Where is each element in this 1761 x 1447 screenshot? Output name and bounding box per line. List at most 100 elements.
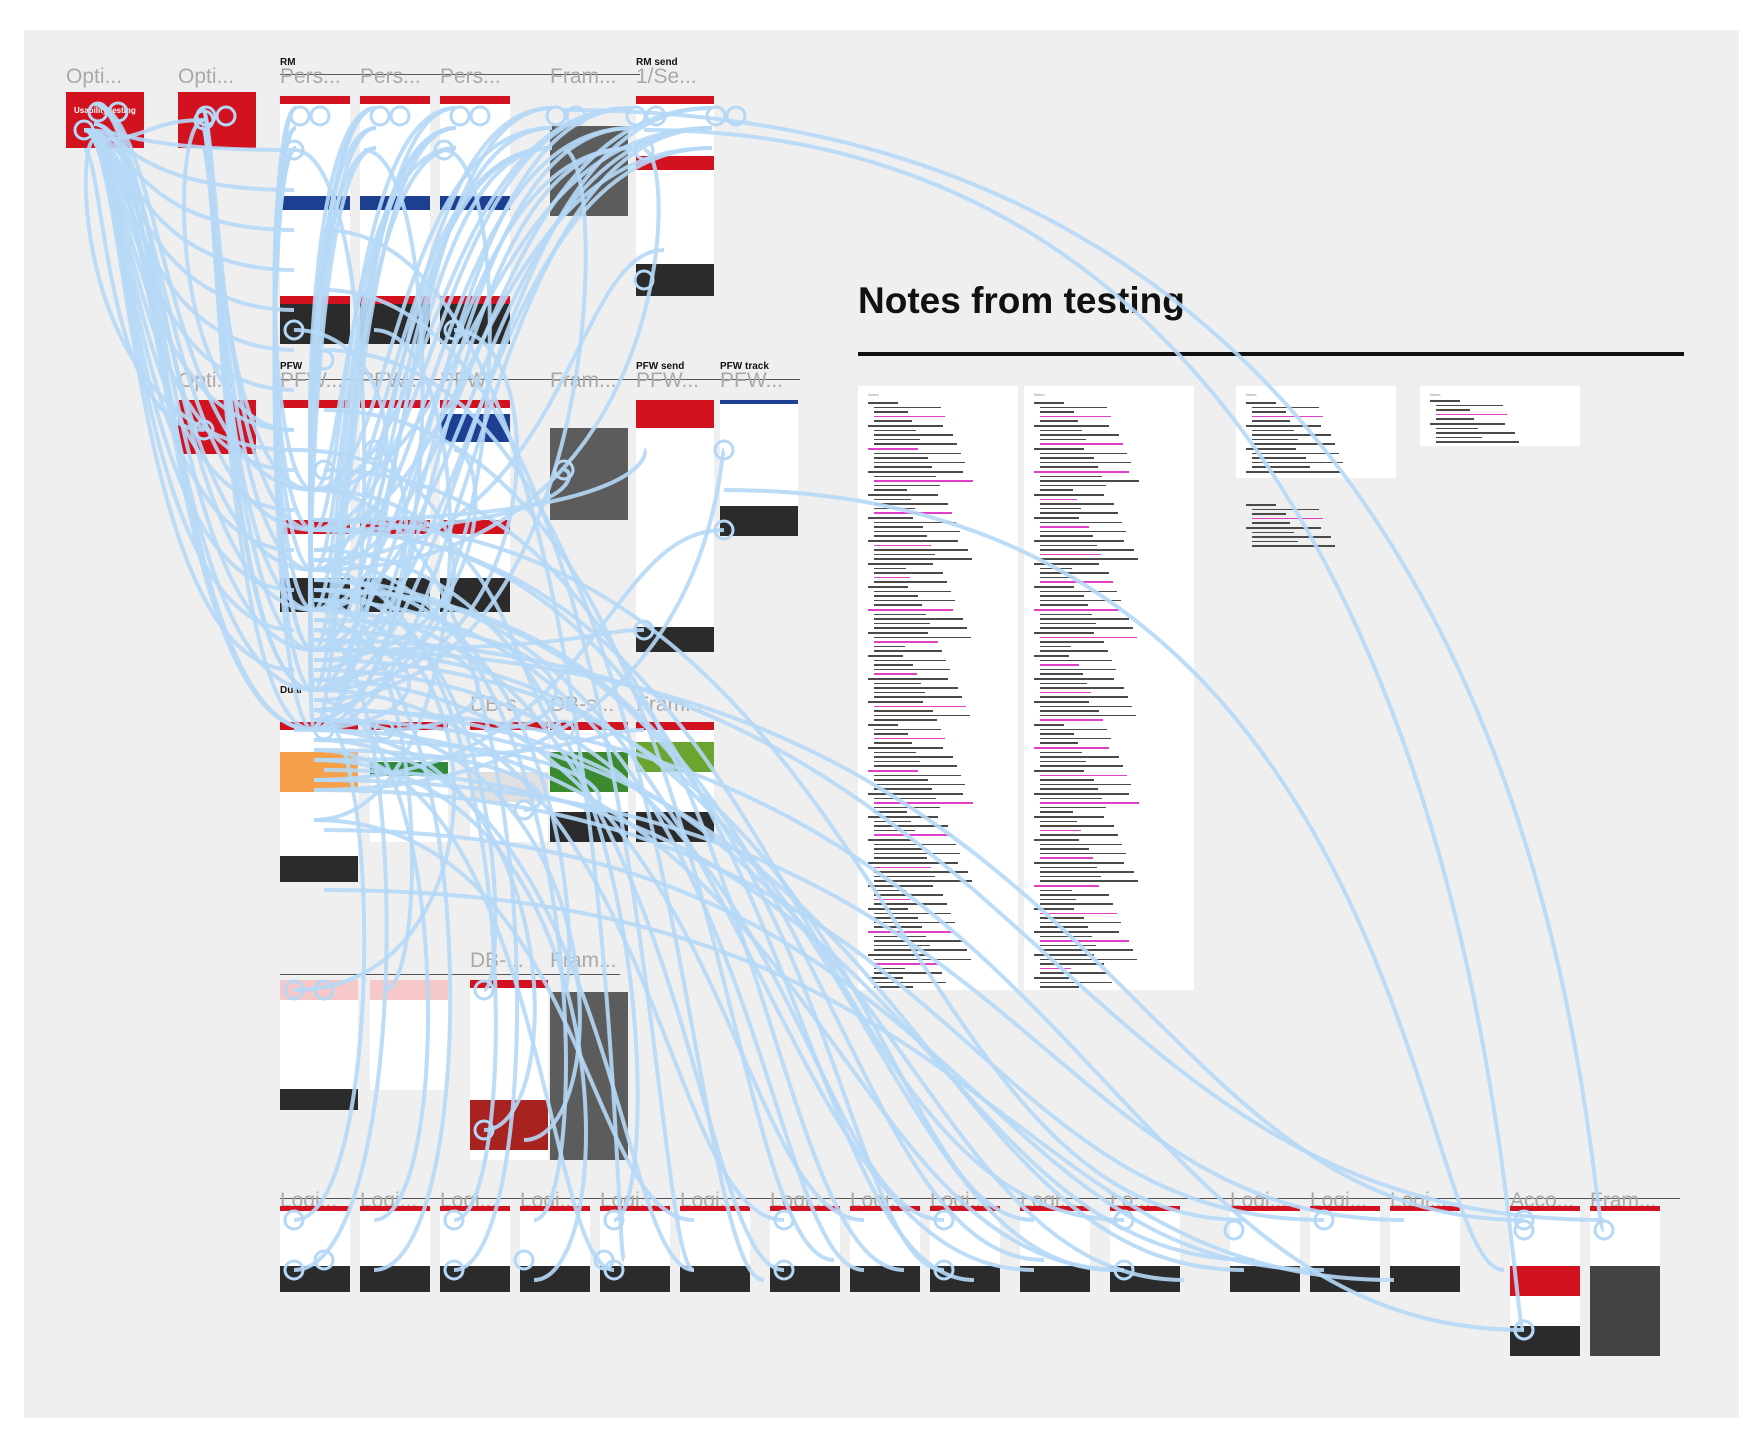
note-text-line (1034, 448, 1084, 450)
frame-account-page[interactable] (1510, 1206, 1580, 1356)
note-text-line (1436, 418, 1474, 420)
frame-login-page[interactable] (520, 1206, 590, 1292)
frame-dual-page[interactable] (280, 722, 358, 882)
frame-label[interactable]: Fram... (1590, 1189, 1657, 1212)
frame-label[interactable]: 1/Se... (636, 65, 697, 88)
frame-login-page[interactable] (1020, 1206, 1090, 1292)
frame-login-page[interactable] (1390, 1206, 1460, 1292)
frame-db-page[interactable] (470, 722, 548, 842)
frame-label[interactable]: Pers... (440, 65, 501, 88)
note-text-line (874, 958, 971, 961)
frame-login-page[interactable] (600, 1206, 670, 1292)
connector-line (293, 638, 411, 732)
frame-label[interactable]: DB-s... (550, 693, 615, 716)
frame-rm-send[interactable] (636, 96, 714, 296)
frame-label[interactable]: Opti... (178, 369, 235, 392)
note-text-line (1040, 981, 1112, 984)
notes-card[interactable]: Notes (1420, 386, 1580, 446)
frame-login-page[interactable] (770, 1206, 840, 1292)
connector-line (83, 128, 295, 392)
frame-label[interactable]: Fram... (550, 65, 617, 88)
notes-card[interactable]: Notes (1024, 386, 1194, 990)
frame-row4-page[interactable] (370, 980, 448, 1090)
note-text-line (1040, 829, 1081, 832)
frame-label[interactable]: PFW... (280, 369, 343, 392)
frame-label[interactable]: PFW (440, 369, 487, 392)
figma-canvas[interactable]: Opti... Opti... RM Pers... Pers... Pers.… (24, 30, 1739, 1418)
notes-card[interactable]: Notes (858, 386, 1018, 990)
frame-db-page[interactable] (550, 722, 628, 842)
frame-label[interactable]: Fram... (636, 693, 703, 716)
frame-options-cover[interactable] (178, 92, 256, 148)
frame-label[interactable]: PFW... (636, 369, 699, 392)
frame-pfw-track[interactable] (720, 400, 798, 536)
note-text-line (874, 733, 908, 735)
connector-line (83, 128, 295, 552)
frame-login-page[interactable] (850, 1206, 920, 1292)
frame-pfw-page[interactable] (360, 400, 430, 612)
frame-label[interactable]: DB-... (470, 949, 524, 972)
note-text-line (1040, 567, 1072, 570)
note-text-line (1040, 581, 1113, 583)
note-text-line (874, 710, 933, 712)
frame-login-page[interactable] (280, 1206, 350, 1292)
note-text-line (874, 696, 962, 698)
note-text-line (1040, 415, 1111, 418)
frame-rm-dark[interactable] (550, 126, 628, 216)
note-text-line (1034, 908, 1074, 910)
note-text-line (1034, 770, 1084, 772)
note-text-line (1040, 797, 1102, 800)
frame-label[interactable]: Fram... (550, 949, 617, 972)
note-text-line (874, 788, 932, 790)
notes-card[interactable]: Notes (1236, 386, 1396, 478)
note-text-line (868, 747, 943, 749)
frame-login-page[interactable] (1110, 1206, 1180, 1292)
frame-login-page[interactable] (440, 1206, 510, 1292)
frame-label[interactable]: Pers... (280, 65, 341, 88)
frame-label[interactable]: Fram... (550, 369, 617, 392)
frame-pfw-page[interactable] (440, 400, 510, 612)
frame-label[interactable]: Opti... (66, 65, 123, 88)
connector-hotspot (545, 105, 567, 127)
note-text-line (874, 774, 961, 777)
note-text-line (868, 655, 903, 657)
frame-db-page[interactable] (636, 722, 714, 842)
frame-label[interactable]: DB-s... (470, 693, 535, 716)
note-text-line (874, 898, 910, 901)
frame-label[interactable]: Opti... (178, 65, 235, 88)
note-text-line (1040, 783, 1131, 786)
note-text-line (1040, 687, 1124, 689)
frame-end-page[interactable] (1590, 1206, 1660, 1356)
note-text-line (874, 728, 941, 731)
frame-login-page[interactable] (1310, 1206, 1380, 1292)
frame-label[interactable]: Pers... (360, 65, 421, 88)
frame-pfw-dark[interactable] (550, 428, 628, 520)
frame-label[interactable]: PFW... (720, 369, 783, 392)
note-text-line (1246, 425, 1321, 427)
frame-label[interactable]: PFW... (360, 369, 423, 392)
note-text-line (874, 420, 912, 422)
note-text-line (1040, 673, 1083, 675)
note-text-line (874, 475, 936, 478)
frame-login-page[interactable] (1230, 1206, 1300, 1292)
frame-login-page[interactable] (930, 1206, 1000, 1292)
frame-rm-page[interactable] (440, 96, 510, 344)
loose-notes-text[interactable] (1236, 504, 1396, 550)
frame-pfw-send[interactable] (636, 400, 714, 652)
frame-dual-page[interactable] (370, 722, 448, 842)
frame-login-page[interactable] (360, 1206, 430, 1292)
frame-row4-page[interactable] (280, 980, 358, 1110)
note-text-line (1040, 429, 1082, 432)
frame-rm-page[interactable] (280, 96, 350, 344)
frame-row4-dark[interactable] (550, 992, 628, 1160)
note-text-line (1034, 586, 1074, 588)
frame-rm-page[interactable] (360, 96, 430, 344)
frame-pfw-page[interactable] (280, 400, 350, 612)
frame-usability-testing-cover[interactable]: Usability testing (66, 92, 144, 148)
note-text-line (874, 645, 905, 648)
frame-row4-page[interactable] (470, 980, 548, 1160)
frame-login-page[interactable] (680, 1206, 750, 1292)
frame-options-cover[interactable] (178, 400, 256, 454)
note-text-line (868, 609, 953, 611)
note-text-line (874, 498, 911, 501)
